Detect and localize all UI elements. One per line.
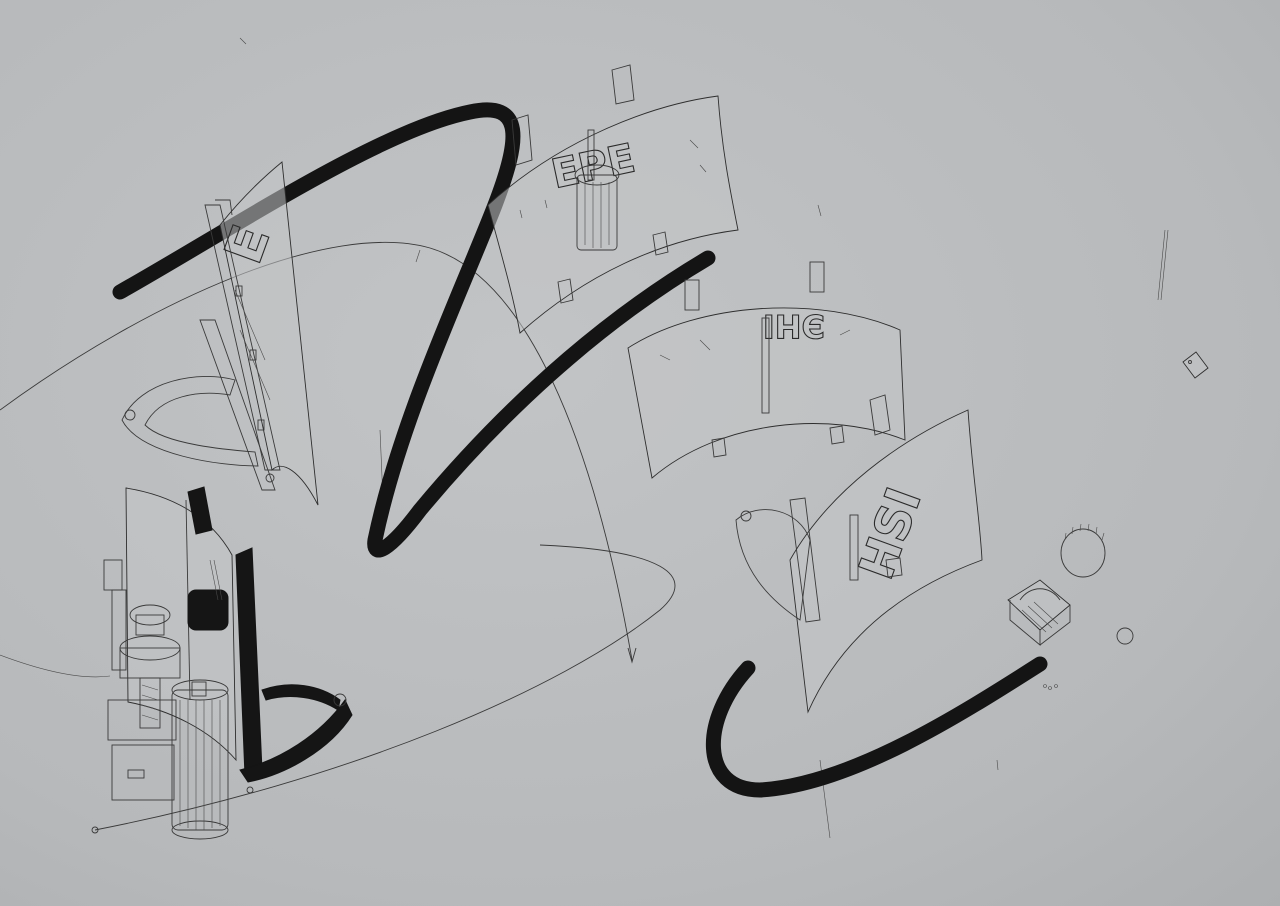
machine-assembly: [103, 486, 353, 840]
sign-assembly-d: HSI: [735, 409, 983, 714]
sign-assembly-b: EPE: [487, 64, 739, 334]
panel-letters: ЭHI: [763, 307, 825, 345]
black-ribbon: [112, 102, 1048, 798]
sign-assembly-c: ЭHI: [627, 261, 906, 479]
small-parts: [1007, 351, 1209, 690]
sign-assembly-a: E: [121, 161, 319, 506]
